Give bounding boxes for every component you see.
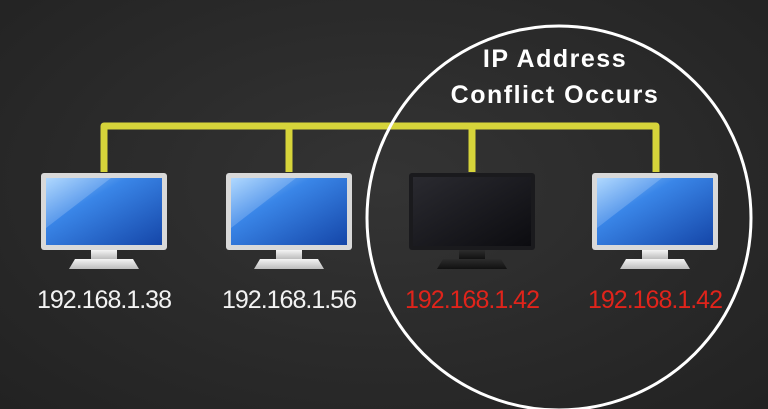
- computer-4-icon: [592, 173, 718, 269]
- computer-3-icon: [409, 173, 535, 269]
- computer-3-ip-label: 192.168.1.42: [405, 286, 540, 314]
- computer-4-ip-label: 192.168.1.42: [588, 286, 723, 314]
- computer-1-ip-label: 192.168.1.38: [37, 286, 172, 314]
- conflict-title-line-1: IP Address: [482, 45, 628, 73]
- computer-2-icon: [226, 173, 352, 269]
- computer-2-ip-label: 192.168.1.56: [222, 286, 357, 314]
- computer-1-icon: [41, 173, 167, 269]
- conflict-highlight-circle: [365, 24, 753, 409]
- network-cable: [100, 122, 660, 172]
- conflict-title-line-2: Conflict Occurs: [450, 81, 660, 109]
